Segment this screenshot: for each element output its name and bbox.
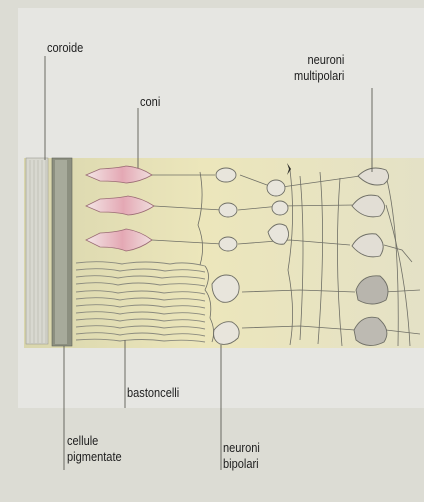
amacrine-cell-2: [272, 201, 288, 215]
label-cellule-pigmentate-line-1: cellule: [67, 433, 122, 449]
amacrine-cell-1: [267, 180, 285, 196]
cones-group: [86, 166, 154, 251]
bipolar-neuron-3: [219, 237, 237, 251]
label-neuroni-multipolari-line-1: neuroni: [294, 52, 344, 68]
label-coni: coni: [140, 94, 160, 110]
label-coroide: coroide: [47, 40, 83, 56]
label-neuroni-bipolari-line-1: neuroni: [223, 440, 260, 456]
label-cellule-pigmentate: cellule pigmentate: [67, 433, 122, 465]
pigment-cell-strip-inner: [55, 160, 67, 344]
label-bastoncelli: bastoncelli: [127, 385, 179, 401]
label-neuroni-multipolari: neuroni multipolari: [294, 52, 344, 84]
label-neuroni-bipolari: neuroni bipolari: [223, 440, 260, 472]
bipolar-neuron-4: [212, 275, 239, 302]
label-neuroni-multipolari-line-2: multipolari: [294, 68, 344, 84]
bipolar-neuron-1: [216, 168, 236, 182]
bipolar-neuron-2: [219, 203, 237, 217]
label-neuroni-bipolari-line-2: bipolari: [223, 456, 260, 472]
choroid-strip: [26, 158, 48, 344]
label-cellule-pigmentate-line-2: pigmentate: [67, 449, 122, 465]
